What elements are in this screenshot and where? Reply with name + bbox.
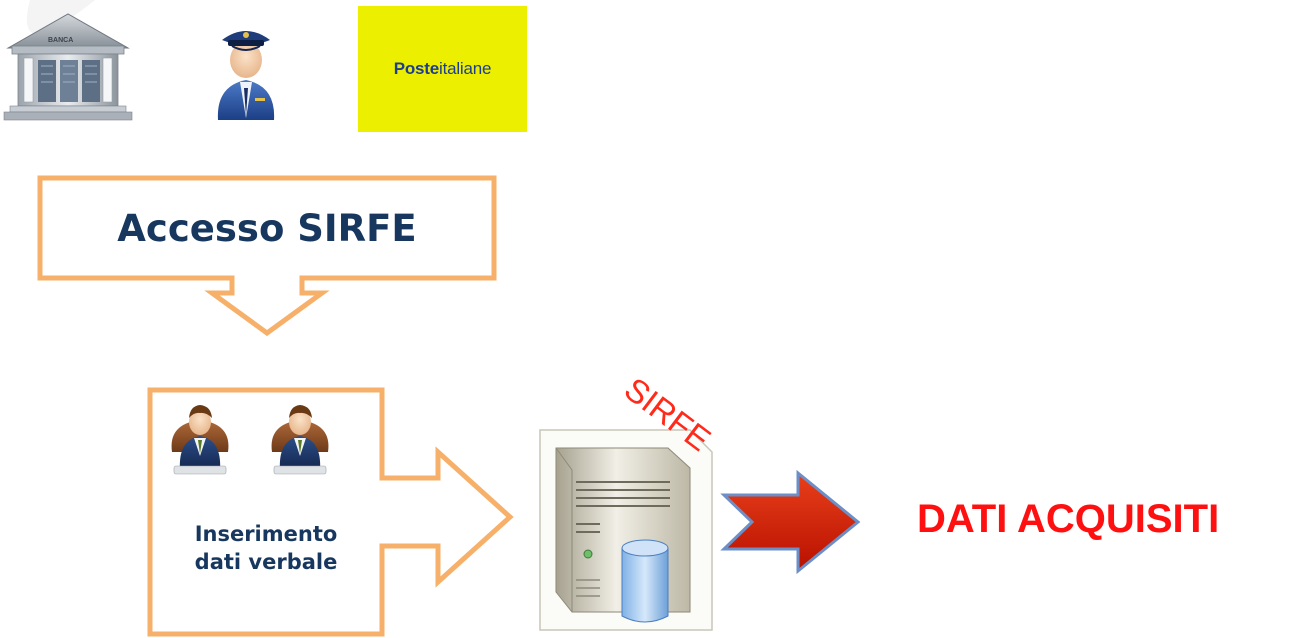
operator-icon <box>171 405 229 475</box>
dati-acquisiti-label: DATI ACQUISITI <box>917 497 1220 541</box>
bank-icon: BANCA <box>3 13 133 121</box>
operator-icon <box>271 405 329 475</box>
inserimento-line1: Inserimento <box>194 522 338 546</box>
accesso-sirfe-label: Accesso SIRFE <box>117 206 417 250</box>
accesso-callout-shape <box>37 175 497 337</box>
police-officer-icon <box>217 31 275 120</box>
bank-sign: BANCA <box>48 37 73 44</box>
poste-logo-bold: Poste <box>393 59 439 78</box>
result-arrow-shape <box>720 469 861 575</box>
database-icon <box>621 539 669 623</box>
inserimento-line2: dati verbale <box>194 550 338 574</box>
watermark-swoosh <box>26 0 95 35</box>
poste-logo-regular: italiane <box>439 59 492 78</box>
inserimento-label: Inserimento dati verbale <box>150 520 382 576</box>
inserimento-callout-shape <box>147 387 514 637</box>
